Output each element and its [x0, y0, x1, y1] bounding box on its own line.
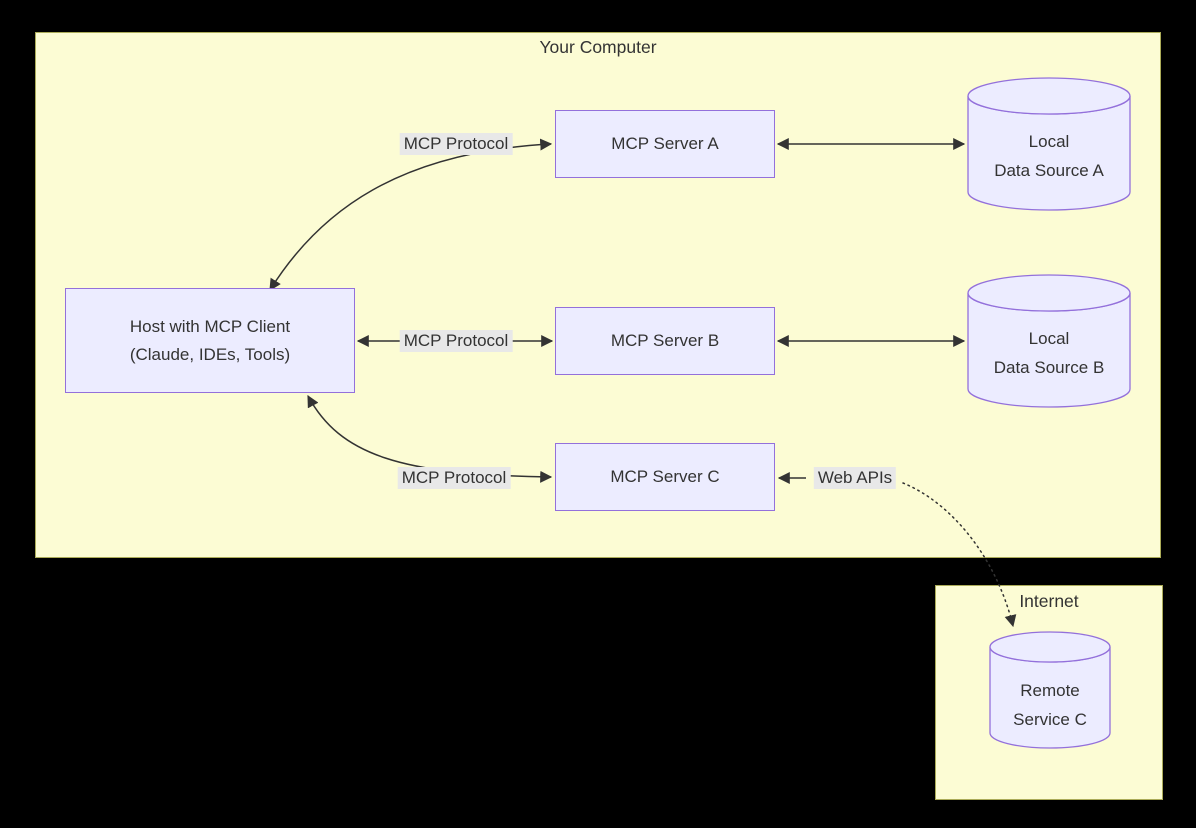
data-source-a-cylinder [967, 77, 1131, 211]
data-source-b-line1: Local [1028, 329, 1070, 348]
node-mcp-server-a-label: MCP Server A [611, 134, 719, 153]
remote-service-c-cylinder [989, 631, 1111, 749]
internet-title: Internet [1019, 591, 1079, 611]
data-source-a-label: Local Data Source A [968, 127, 1130, 185]
node-mcp-server-b-label: MCP Server B [610, 331, 720, 350]
node-mcp-server-c-label: MCP Server C [610, 467, 720, 486]
edge-label-mcp-protocol-a: MCP Protocol [399, 133, 513, 155]
node-mcp-server-c: MCP Server C [555, 443, 775, 511]
remote-service-c-line2: Service C [1013, 710, 1087, 729]
remote-service-c-line1: Remote [1020, 681, 1080, 700]
edge-web-apis-remote-service-c [902, 482, 1017, 628]
node-host-line1: Host with MCP Client [129, 316, 291, 336]
edge-label-mcp-protocol-c: MCP Protocol [397, 467, 511, 489]
edge-label-mcp-protocol-b: MCP Protocol [399, 330, 513, 352]
remote-service-c-label: Remote Service C [975, 676, 1125, 734]
node-host-line2: (Claude, IDEs, Tools) [129, 344, 291, 364]
data-source-b-line2: Data Source B [993, 358, 1105, 377]
edge-host-server-a [269, 138, 553, 292]
edge-host-server-c [307, 394, 553, 483]
data-source-b-cylinder [967, 274, 1131, 408]
your-computer-title: Your Computer [539, 37, 657, 57]
edge-label-web-apis: Web APIs [813, 467, 897, 489]
data-source-a-line2: Data Source A [994, 161, 1104, 180]
node-mcp-server-a: MCP Server A [555, 110, 775, 178]
node-mcp-server-b: MCP Server B [555, 307, 775, 375]
node-host: Host with MCP Client (Claude, IDEs, Tool… [65, 288, 355, 393]
data-source-a-line1: Local [1028, 132, 1070, 151]
data-source-b-label: Local Data Source B [968, 324, 1130, 382]
